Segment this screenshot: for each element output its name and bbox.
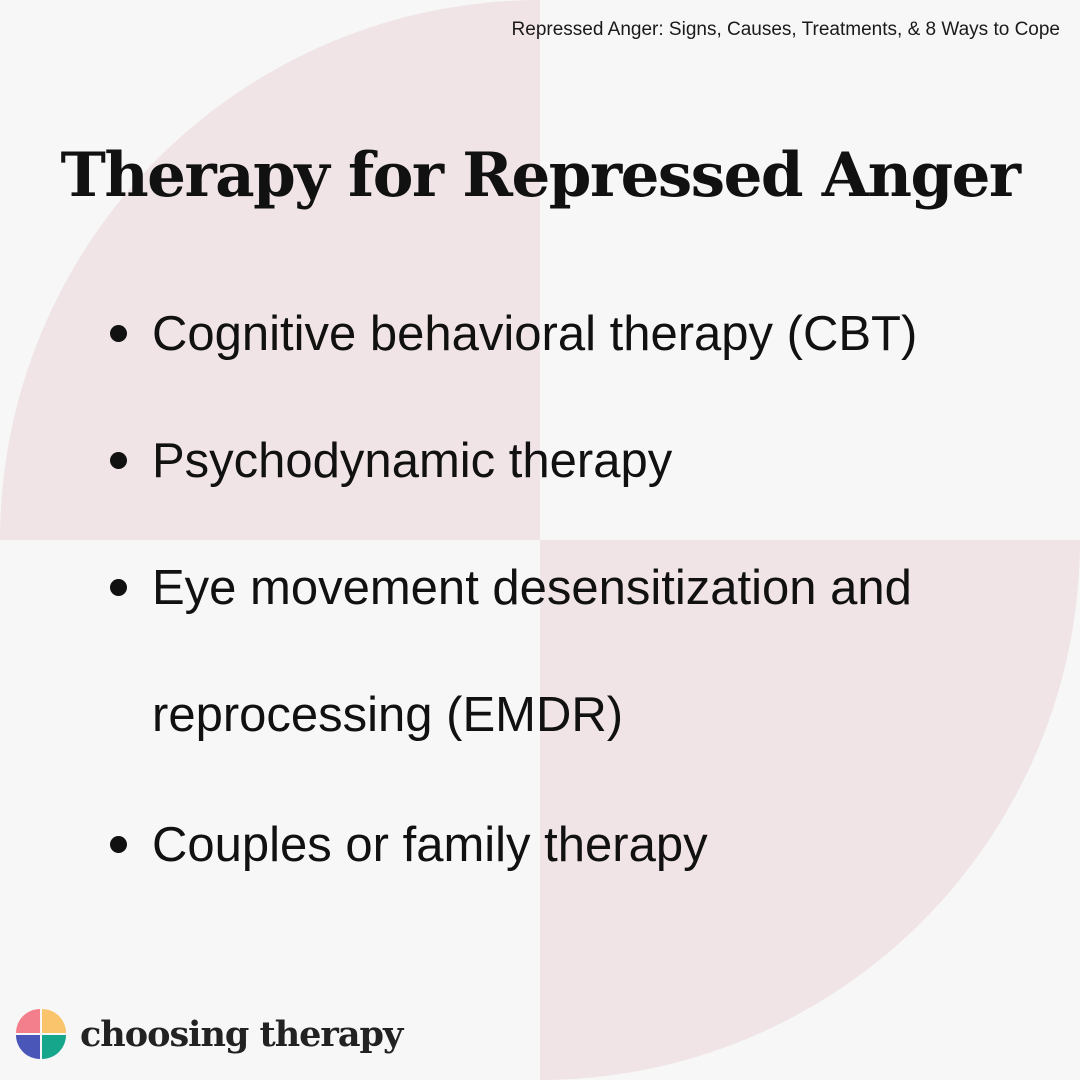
brand-logo: choosing therapy (14, 1006, 403, 1062)
choosing-therapy-logo-icon (16, 1009, 66, 1059)
list-item: Cognitive behavioral therapy (CBT) (110, 271, 972, 398)
brand-name: choosing therapy (80, 1013, 403, 1055)
list-item: Couples or family therapy (110, 782, 972, 909)
list-item: Psychodynamic therapy (110, 398, 972, 525)
list-item: Eye movement desensitization and reproce… (110, 525, 972, 779)
article-title: Repressed Anger: Signs, Causes, Treatmen… (511, 19, 1060, 40)
page-title: Therapy for Repressed Anger (60, 140, 1021, 211)
